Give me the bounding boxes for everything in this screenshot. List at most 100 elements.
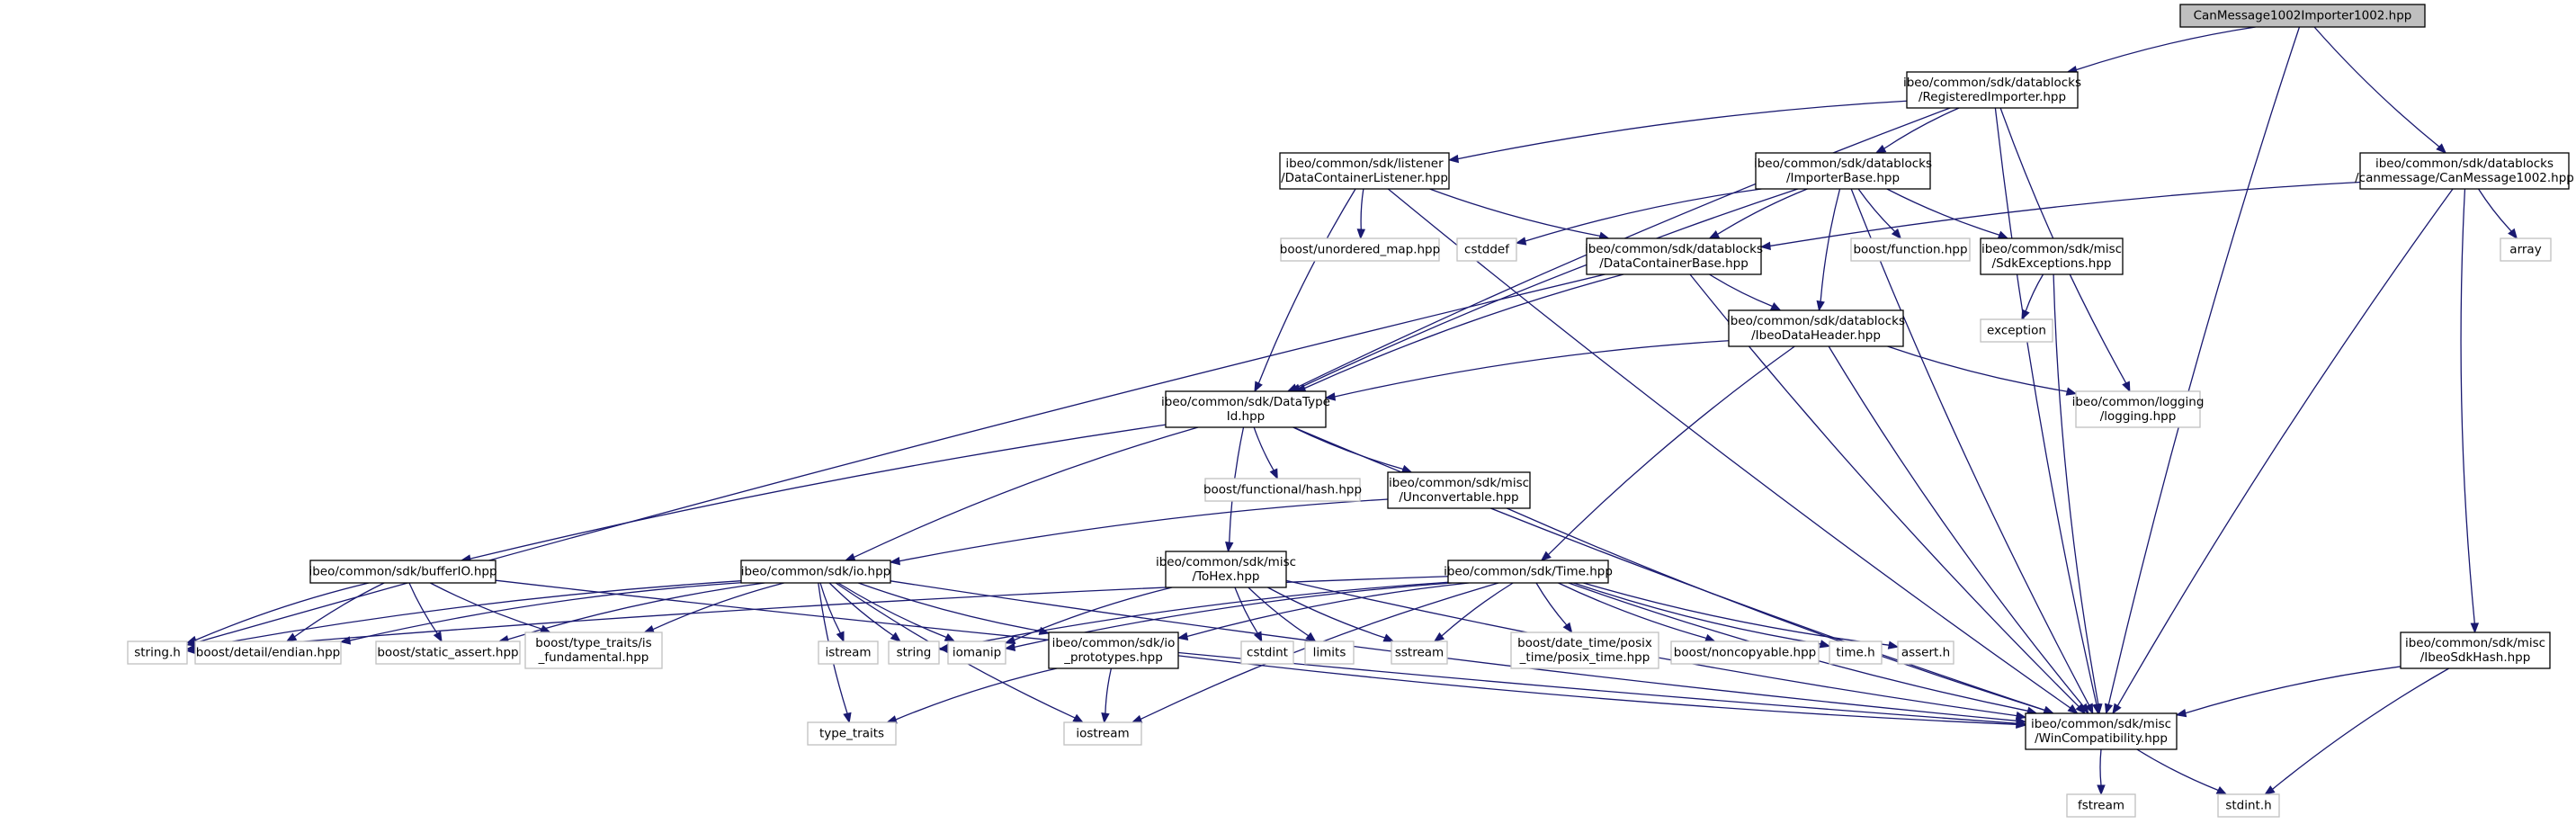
node-label: ibeo/common/sdk/DataType <box>1161 395 1330 409</box>
node-label: _time/posix_time.hpp <box>1519 650 1650 665</box>
edge-canmsg-to-array <box>2477 188 2518 240</box>
arrowhead <box>2043 705 2054 714</box>
node-label: /ImporterBase.hpp <box>1786 171 1900 185</box>
node-label: limits <box>1313 646 1346 660</box>
node-box <box>2075 390 2201 428</box>
node-canmsg[interactable]: ibeo/common/sdk/datablocks/canmessage/Ca… <box>2355 152 2574 190</box>
arrowhead <box>890 631 901 642</box>
node-timeh: time.h <box>1829 640 1883 665</box>
arrowhead <box>2122 381 2131 393</box>
node-boostfunc: boost/function.hpp <box>1850 237 1971 262</box>
edge-line <box>1573 582 1821 645</box>
node-regimp[interactable]: ibeo/common/sdk/datablocks/RegisteredImp… <box>1903 71 2081 109</box>
node-ibeoheader[interactable]: ibeo/common/sdk/datablocks/IbeoDataHeade… <box>1727 309 1905 347</box>
node-label: ibeo/common/sdk/misc <box>2031 717 2171 731</box>
node-label: ibeo/common/sdk/bufferIO.hpp <box>309 565 496 579</box>
edge-line <box>2053 273 2099 705</box>
edge-datatypeid-to-unconv <box>1292 426 1413 473</box>
node-label: boost/static_assert.hpp <box>377 646 518 660</box>
edge-unconv-to-wincompat <box>1507 507 2054 714</box>
node-funchash: boost/functional/hash.hpp <box>1203 478 1362 502</box>
edge-line <box>2116 188 2454 706</box>
node-box <box>1980 318 2053 343</box>
edge-wincompat-to-stdinth <box>2136 748 2228 795</box>
arrowhead <box>1433 631 1445 642</box>
node-box <box>2066 793 2136 818</box>
node-tohex[interactable]: ibeo/common/sdk/misc/ToHex.hpp <box>1156 551 1296 588</box>
node-box <box>1204 478 1361 502</box>
arrowhead <box>2215 786 2228 795</box>
edge-line <box>195 580 742 649</box>
node-cstddef: cstddef <box>1456 237 1517 262</box>
node-wincompat[interactable]: ibeo/common/sdk/misc/WinCompatibility.hp… <box>2025 712 2178 750</box>
node-io[interactable]: ibeo/common/sdk/io.hpp <box>740 560 891 584</box>
node-noncopy: boost/noncopyable.hpp <box>1670 640 1820 665</box>
edge-ioproto-to-iostream <box>1101 667 1113 724</box>
edge-line <box>899 498 1389 562</box>
node-sdkexc[interactable]: ibeo/common/sdk/misc/SdkExceptions.hpp <box>1980 237 2124 275</box>
node-label: boost/noncopyable.hpp <box>1674 646 1816 660</box>
arrowhead <box>1004 642 1016 651</box>
edge-line <box>947 581 1449 649</box>
arrowhead <box>1131 714 1143 723</box>
edge-time-to-posixtime <box>1535 582 1573 634</box>
arrowhead <box>1997 230 2009 239</box>
node-sdkhash[interactable]: ibeo/common/sdk/misc/IbeoSdkHash.hpp <box>2400 631 2551 669</box>
node-endian: boost/detail/endian.hpp <box>194 640 342 665</box>
arrowhead <box>2021 309 2030 321</box>
edge-canmsg-to-wincompat <box>2112 188 2454 715</box>
edge-sdkexc-to-exception <box>2021 273 2044 321</box>
node-box <box>127 640 188 665</box>
arrowhead <box>433 631 443 643</box>
edge-impbase-to-sdkexc <box>1886 188 2009 239</box>
node-label: iomanip <box>953 646 1001 660</box>
node-exception: exception <box>1980 318 2053 343</box>
node-box <box>1906 71 2079 109</box>
node-bufferio[interactable]: ibeo/common/sdk/bufferIO.hpp <box>309 560 497 584</box>
edge-line <box>1457 100 1908 160</box>
node-array: array <box>2500 237 2552 262</box>
edge-dclistener-to-dcbase <box>1429 188 1610 240</box>
edge-dclistener-to-wincompat <box>1387 188 2079 714</box>
node-ioproto[interactable]: ibeo/common/sdk/io_prototypes.hpp <box>1048 631 1179 669</box>
arrowhead <box>2094 703 2103 715</box>
edge-line <box>1887 345 2068 392</box>
node-box <box>1165 390 1327 428</box>
edge-line <box>1177 655 2017 725</box>
arrowhead <box>2079 703 2089 715</box>
arrowhead <box>844 552 856 561</box>
edge-line <box>1105 667 1113 714</box>
node-label: assert.h <box>1901 646 1950 660</box>
edge-line <box>1334 340 1730 398</box>
node-dclistener[interactable]: ibeo/common/sdk/listener/DataContainerLi… <box>1279 152 1450 190</box>
edge-line <box>1507 507 2045 712</box>
edge-dcbase-to-ibeoheader <box>1709 273 1782 311</box>
edge-line <box>1257 188 1356 384</box>
node-box <box>888 640 940 665</box>
edge-root-to-regimp <box>2066 26 2256 75</box>
node-box <box>1063 721 1142 746</box>
arrowhead <box>285 632 298 642</box>
edge-ioproto-to-wincompat <box>1177 655 2027 729</box>
arrowhead <box>2112 703 2122 715</box>
edge-line <box>1828 345 2084 707</box>
edge-line <box>819 582 841 634</box>
edge-line <box>1441 582 1514 637</box>
arrowhead <box>2016 720 2027 729</box>
edge-ibeoheader-to-wincompat <box>1828 345 2089 715</box>
node-label: /DataContainerBase.hpp <box>1599 256 1749 271</box>
arrowhead <box>185 635 198 644</box>
node-time[interactable]: ibeo/common/sdk/Time.hpp <box>1444 560 1613 584</box>
node-label: exception <box>1987 324 2046 338</box>
edge-ibeoheader-to-datatypeid <box>1324 340 1730 401</box>
node-label: boost/date_time/posix <box>1517 636 1652 650</box>
node-dcbase[interactable]: ibeo/common/sdk/datablocks/DataContainer… <box>1585 237 1763 275</box>
node-box <box>309 560 496 584</box>
edge-line <box>837 582 947 639</box>
node-box <box>1980 237 2124 275</box>
node-impbase[interactable]: ibeo/common/sdk/datablocks/ImporterBase.… <box>1754 152 1932 190</box>
arrowhead <box>889 556 901 566</box>
node-label: ibeo/common/sdk/datablocks <box>1903 76 2081 90</box>
node-unconv[interactable]: ibeo/common/sdk/misc/Unconvertable.hpp <box>1387 471 1531 509</box>
